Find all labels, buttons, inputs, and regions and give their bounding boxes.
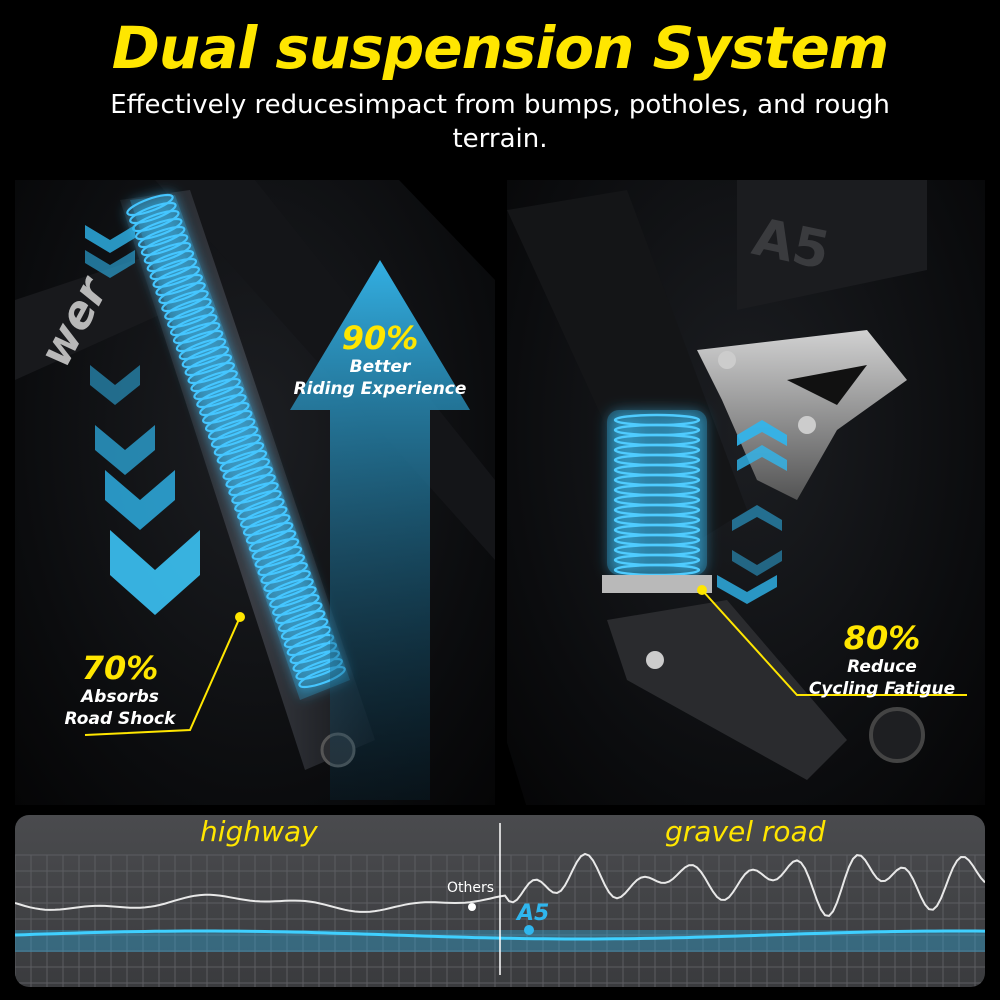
a5-marker [524,925,534,935]
stat-label-line1: Better [349,357,411,377]
stat-percent: 90% [341,319,419,357]
vibration-comparison-graph: highway gravel road Others A5 [15,815,985,987]
linkage-cutout [787,365,867,405]
shock-collar [602,575,712,593]
others-line [15,852,985,917]
lower-arm [607,600,847,780]
front-fork-illustration: wer [15,180,495,800]
up-arrows-icon [717,420,787,604]
graph-canvas [15,823,985,987]
seat-post-block [737,180,927,310]
stat-percent: 70% [81,649,159,687]
pivot-bolt [718,351,736,369]
rear-axle [869,707,925,763]
rear-shock-illustration: A5 [507,180,967,780]
stat-percent: 80% [843,619,921,657]
rear-suspension-panel: A5 80% Reduce Cycling Fatigue [507,180,985,805]
stat-label-line2: Road Shock [64,709,176,729]
stat-label-line2: Cycling Fatigue [808,679,956,699]
lower-bolt [646,651,664,669]
stat-riding-experience: 90% Better Riding Experience [280,320,480,400]
pivot-bolt [798,416,816,434]
stat-label-line1: Reduce [847,657,917,677]
shock-callout-line [84,616,241,736]
down-arrows-icon [85,225,200,615]
stat-cycling-fatigue: 80% Reduce Cycling Fatigue [797,620,967,700]
a5-label: A5 [517,901,550,926]
fatigue-callout-line [701,589,967,696]
stat-road-shock: 70% Absorbs Road Shock [45,650,195,730]
callout-dot [235,612,245,622]
stat-label-line2: Riding Experience [293,379,467,399]
rear-shock-spring [607,410,707,577]
gravel-road-label: gravel road [665,815,826,848]
up-arrow-icon [290,260,470,800]
page-subtitle: Effectively reducesimpact from bumps, po… [110,90,890,154]
stat-label-line1: Absorbs [81,687,159,707]
others-marker [468,903,476,911]
page-title: Dual suspension System [111,14,889,82]
front-suspension-panel: wer 90% Better Riding Experience 70% Abs… [15,180,495,805]
others-label: Others [447,880,495,896]
callout-dot [697,585,707,595]
highway-label: highway [200,815,318,848]
